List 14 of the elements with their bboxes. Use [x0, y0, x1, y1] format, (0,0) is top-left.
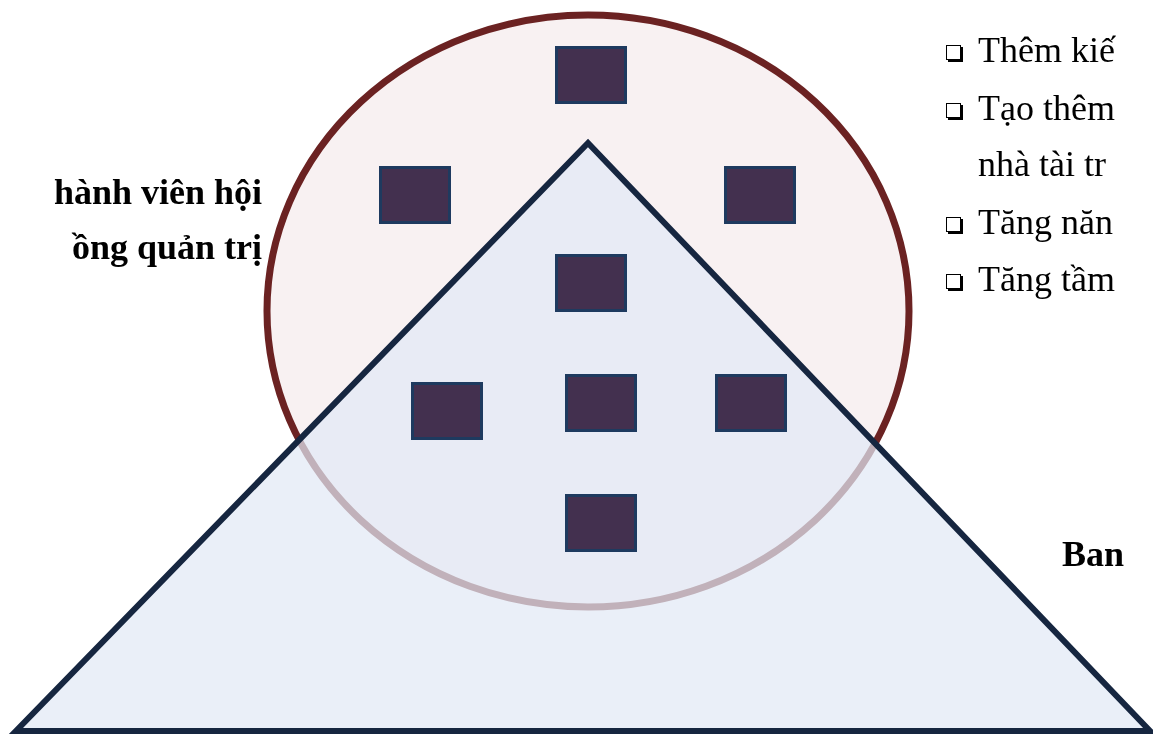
square-marker	[565, 494, 637, 552]
square-marker	[565, 374, 637, 432]
square-marker	[715, 374, 787, 432]
bullet-text: Tạo thêm nhà tài tr	[978, 87, 1116, 186]
bullet-text: Tăng năn	[978, 201, 1114, 244]
square-marker	[555, 46, 627, 104]
bullet-text: Thêm kiế	[978, 29, 1117, 72]
bullet-text: Tăng tầm	[978, 258, 1116, 301]
square-marker	[555, 254, 627, 312]
group-heading: Ban	[1062, 533, 1125, 576]
square-marker	[411, 382, 483, 440]
square-marker	[379, 166, 451, 224]
group-heading: hành viên hội ồng quản trị	[52, 171, 262, 269]
square-marker	[724, 166, 796, 224]
